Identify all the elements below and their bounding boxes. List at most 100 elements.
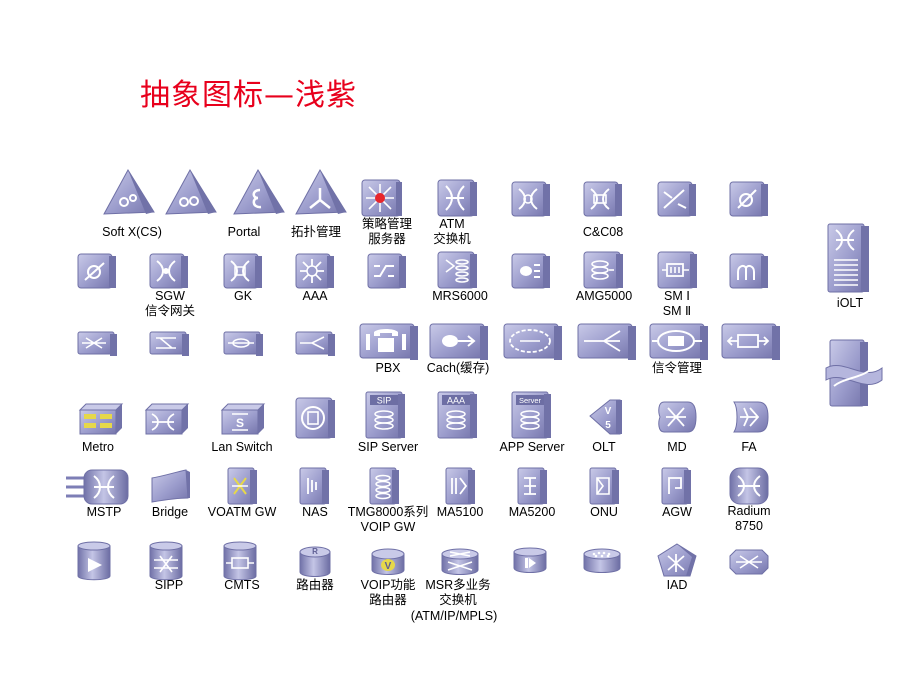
aaa-icon	[294, 252, 336, 290]
tmg8000-icon	[368, 466, 402, 506]
flat-icon-r3-1	[76, 330, 120, 358]
portal-triangle-icon	[230, 168, 286, 216]
flat-icon-r3-3	[222, 330, 266, 358]
router-icon: R	[298, 544, 332, 580]
iad-label: IAD	[666, 578, 688, 592]
iolt-chassis-icon	[826, 222, 872, 294]
bridge-icon	[148, 468, 192, 504]
sm-label-2: SM Ⅱ	[662, 304, 692, 318]
switch-cube-icon-1	[510, 180, 552, 218]
flat-icon-r3-4	[294, 330, 338, 358]
voip-router-icon: V	[370, 546, 406, 578]
svg-text:R: R	[312, 547, 318, 556]
voip-router-label-1: VOIP功能	[360, 578, 416, 592]
app-server-label: APP Server	[499, 440, 565, 454]
switch-cube-icon-2	[656, 180, 698, 218]
sipp-label: SIPP	[154, 578, 184, 592]
signaling-mgmt-icon	[648, 322, 710, 362]
cube-icon-r2-10	[728, 252, 770, 290]
nas-icon	[298, 466, 332, 506]
softx-triangle-icon-1	[100, 168, 156, 216]
aaa-label: AAA	[302, 289, 328, 303]
svg-text:5: 5	[605, 420, 611, 431]
arrow-box-icon-r3-10	[720, 322, 782, 362]
ring-chassis-icon	[824, 338, 886, 408]
cube-icon-r2-1	[76, 252, 118, 290]
sm-label-1: SM Ⅰ	[664, 289, 690, 303]
page-title: 抽象图标—浅紫	[140, 78, 357, 113]
cube-icon-r2-7	[510, 252, 552, 290]
policy-label-1: 策略管理	[361, 217, 413, 231]
atm-label-1: ATM	[439, 217, 465, 231]
amg5000-label: AMG5000	[575, 289, 633, 303]
onu-label: ONU	[590, 505, 618, 519]
signaling-mgmt-label: 信令管理	[651, 361, 703, 375]
pbx-icon	[358, 322, 420, 362]
ma5200-icon	[516, 466, 550, 506]
gk-label: GK	[233, 289, 253, 303]
lan-switch-icon: S	[218, 400, 266, 436]
ma5200-label: MA5200	[508, 505, 556, 519]
cc08-label: C&C08	[582, 225, 624, 239]
sip-server-icon: SIP	[364, 390, 408, 440]
portal-label: Portal	[227, 225, 261, 239]
policy-server-icon	[360, 178, 404, 218]
olt-label: OLT	[592, 440, 616, 454]
cylinder-icon-r6-7	[512, 546, 548, 576]
bridge-label: Bridge	[151, 505, 189, 519]
svg-text:V: V	[605, 406, 612, 417]
msr-label-1: MSR多业务	[425, 578, 491, 592]
agw-icon	[660, 466, 694, 506]
sm-icon	[656, 250, 700, 290]
lan-switch-label: Lan Switch	[211, 440, 273, 454]
atm-label-2: 交换机	[433, 232, 471, 246]
atm-switch-icon	[436, 178, 480, 218]
sgw-label-1: SGW	[155, 289, 185, 303]
cube-3d-icon-r4-2	[142, 400, 190, 436]
ellipse-icon-r3-7	[502, 322, 564, 362]
mrs6000-icon	[436, 250, 480, 290]
app-server-icon: Server	[510, 390, 554, 440]
sip-server-label: SIP Server	[357, 440, 419, 454]
ma5100-icon	[444, 466, 478, 506]
switch-cube-icon-3	[728, 180, 770, 218]
tmg8000-label-2: VOIP GW	[360, 520, 416, 534]
voip-router-label-2: 路由器	[369, 593, 407, 607]
md-label: MD	[667, 440, 687, 454]
iad-icon	[656, 542, 698, 578]
ma5100-label: MA5100	[436, 505, 484, 519]
msr-label-2: 交换机	[439, 593, 477, 607]
sgw-icon	[148, 252, 190, 290]
mstp-icon	[64, 468, 136, 506]
sgw-label-2: 信令网关	[144, 304, 196, 318]
pbx-label: PBX	[375, 361, 401, 375]
topology-triangle-icon	[292, 168, 348, 216]
cube-icon-r2-5	[366, 252, 408, 290]
cylinder-icon-r6-8	[582, 546, 622, 576]
iolt-label: iOLT	[836, 296, 864, 310]
msr-label-3: (ATM/IP/MPLS)	[410, 609, 498, 623]
tmg8000-label-1: TMG8000系列	[347, 505, 429, 519]
router-label: 路由器	[296, 578, 334, 592]
fa-icon	[728, 398, 770, 436]
amg5000-icon	[582, 250, 626, 290]
cc08-cube-icon	[582, 180, 624, 218]
voatm-gw-icon	[226, 466, 260, 506]
radium-label-2: 8750	[735, 519, 763, 533]
metro-icon	[76, 400, 124, 436]
fa-label: FA	[741, 440, 757, 454]
onu-icon	[588, 466, 622, 506]
md-icon	[656, 398, 698, 436]
svg-text:AAA: AAA	[447, 396, 465, 406]
svg-text:S: S	[236, 416, 244, 430]
server-box-icon-r4-4	[294, 396, 338, 440]
topology-label: 拓扑管理	[290, 225, 342, 239]
fan-icon-r3-8	[576, 322, 638, 362]
radium-icon	[728, 466, 770, 506]
mrs6000-label: MRS6000	[432, 289, 488, 303]
cylinder-play-icon	[76, 540, 112, 582]
softx-label: Soft X(CS)	[102, 225, 162, 239]
aaa-server-icon: AAA	[436, 390, 480, 440]
cmts-label: CMTS	[224, 578, 260, 592]
